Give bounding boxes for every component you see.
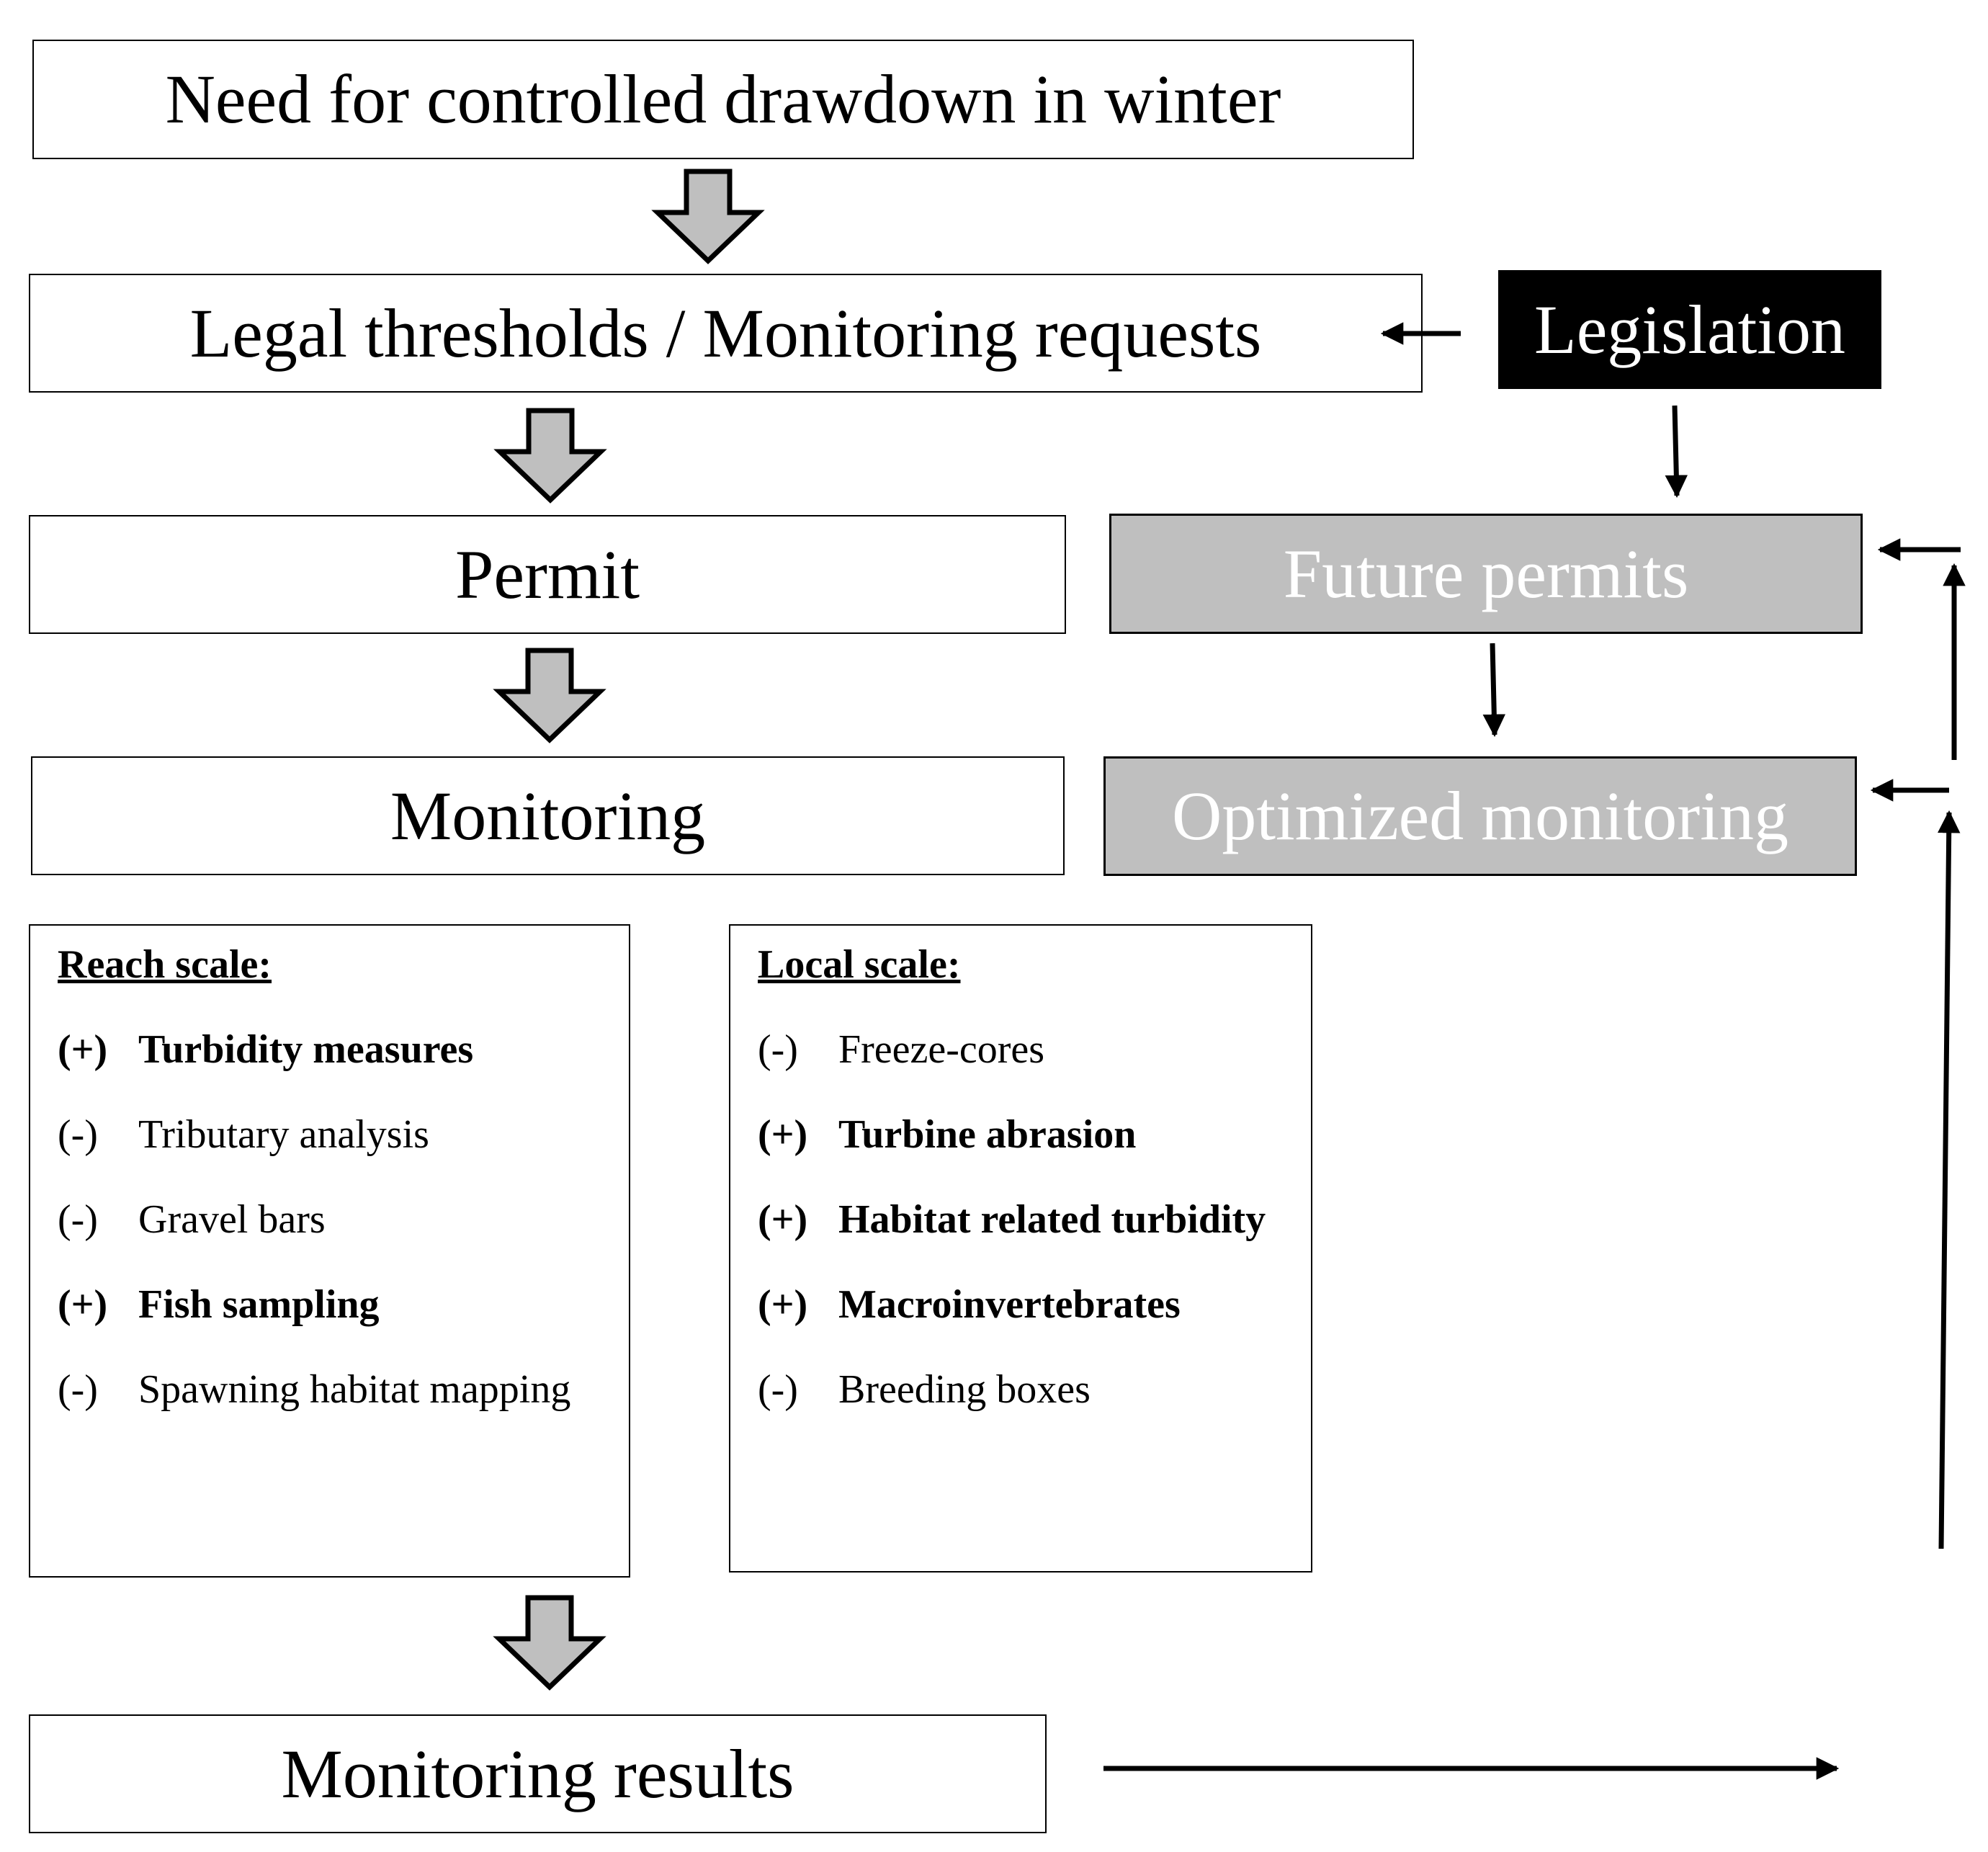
reach-item-2-sign: (-) <box>58 1112 98 1157</box>
arrow-future-permits-to-optimized <box>1482 643 1506 738</box>
local-item-4-sign: (+) <box>758 1282 808 1327</box>
local-item-3-text: Habitat related turbidity <box>838 1197 1266 1242</box>
arrow-legislation-to-future-permits <box>1665 405 1688 498</box>
block-arrow-need-to-legal <box>651 169 765 264</box>
local-item-1-sign: (-) <box>758 1027 798 1072</box>
box-legislation: Legislation <box>1498 270 1881 389</box>
local-item-5-sign: (-) <box>758 1367 798 1412</box>
reach-item-3-sign: (-) <box>58 1197 98 1242</box>
box-monitoring: Monitoring <box>31 756 1065 875</box>
box-monitoring-results-label: Monitoring results <box>281 1735 794 1812</box>
reach-scale-panel: Reach scale: (+) Turbidity measures (-) … <box>29 924 630 1578</box>
box-permit: Permit <box>29 515 1066 634</box>
reach-item-5-sign: (-) <box>58 1367 98 1412</box>
local-scale-heading: Local scale: <box>758 942 961 987</box>
reach-item-3-text: Gravel bars <box>138 1197 326 1242</box>
reach-item-4-text: Fish sampling <box>138 1282 380 1327</box>
local-item-4-text: Macroinvertebrates <box>838 1282 1181 1327</box>
box-legal-thresholds: Legal thresholds / Monitoring requests <box>29 274 1423 393</box>
local-item-3-sign: (+) <box>758 1197 808 1242</box>
block-arrow-permit-to-monitoring <box>493 648 606 743</box>
box-optimized-monitoring: Optimized monitoring <box>1103 756 1857 876</box>
local-item-2-text: Turbine abrasion <box>838 1112 1137 1157</box>
box-future-permits-label: Future permits <box>1283 534 1689 612</box>
reach-item-1-text: Turbidity measures <box>138 1027 474 1072</box>
reach-item-1-sign: (+) <box>58 1027 108 1072</box>
box-permit-label: Permit <box>455 535 640 613</box>
arrow-return-up-to-optimized <box>1937 810 1961 1549</box>
box-optimized-monitoring-label: Optimized monitoring <box>1172 777 1788 854</box>
block-arrow-monitoring-to-results <box>493 1595 606 1691</box>
reach-scale-heading: Reach scale: <box>58 942 272 987</box>
box-legal-thresholds-label: Legal thresholds / Monitoring requests <box>189 294 1262 372</box>
box-monitoring-results: Monitoring results <box>29 1714 1047 1833</box>
local-scale-panel: Local scale: (-) Freeze-cores (+) Turbin… <box>729 924 1312 1573</box>
local-item-5-text: Breeding boxes <box>838 1367 1091 1412</box>
box-legislation-label: Legislation <box>1534 290 1845 368</box>
box-need-drawdown-label: Need for controlled drawdown in winter <box>165 61 1281 138</box>
box-future-permits: Future permits <box>1109 514 1863 634</box>
local-item-2-sign: (+) <box>758 1112 808 1157</box>
box-need-drawdown: Need for controlled drawdown in winter <box>32 40 1414 159</box>
reach-item-4-sign: (+) <box>58 1282 108 1327</box>
local-item-1-text: Freeze-cores <box>838 1027 1045 1072</box>
block-arrow-legal-to-permit <box>493 408 607 504</box>
reach-item-5-text: Spawning habitat mapping <box>138 1367 571 1412</box>
reach-item-2-text: Tributary analysis <box>138 1112 429 1157</box>
box-monitoring-label: Monitoring <box>390 777 706 854</box>
